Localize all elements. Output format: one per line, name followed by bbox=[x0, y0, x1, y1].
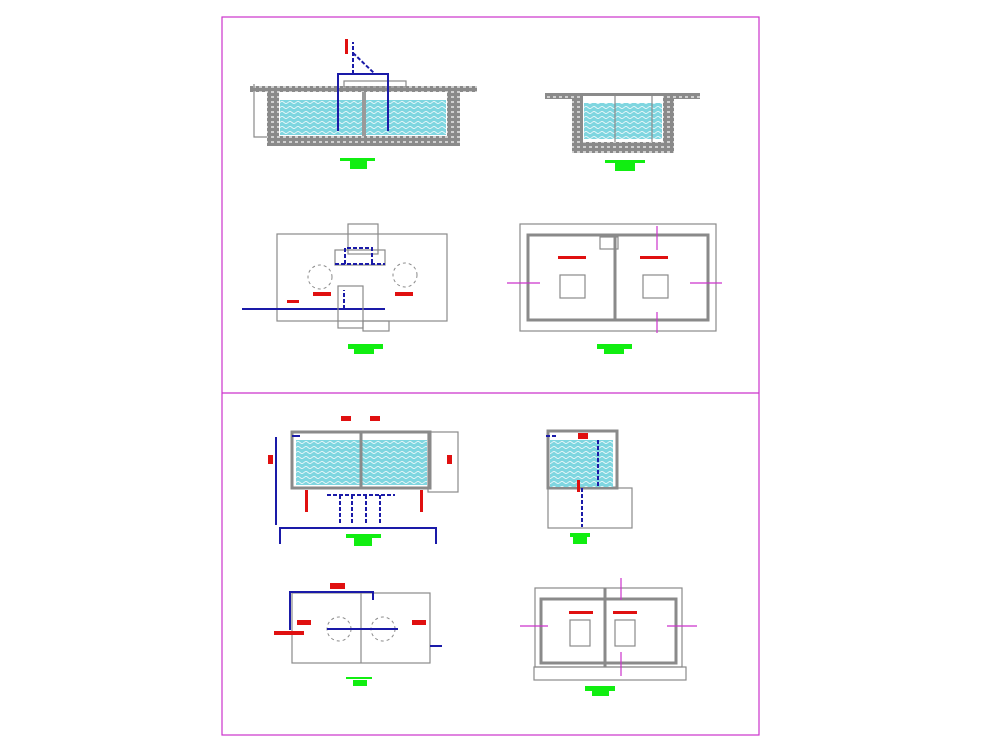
view-label-bar bbox=[605, 160, 645, 163]
view-plan-structure-top bbox=[507, 223, 722, 354]
valve-symbol bbox=[577, 480, 580, 492]
view-plan-piping-top bbox=[242, 223, 448, 354]
outlet-box bbox=[362, 320, 390, 332]
fixture-symbol bbox=[297, 620, 311, 625]
plan-walls bbox=[526, 233, 710, 322]
view-label-bar bbox=[346, 677, 372, 679]
fixture-symbol bbox=[274, 631, 304, 635]
valve-symbol bbox=[345, 39, 348, 54]
pump-outline bbox=[392, 262, 418, 288]
section-marker bbox=[507, 226, 722, 333]
view-label bbox=[354, 538, 372, 546]
fixture-symbol bbox=[395, 292, 413, 296]
view-label-bar bbox=[340, 158, 375, 161]
view-section-short-bottom bbox=[546, 429, 633, 544]
pipe-riser bbox=[337, 73, 389, 131]
fixture-symbol bbox=[569, 611, 593, 614]
view-label bbox=[573, 537, 587, 544]
valve-symbol bbox=[420, 490, 423, 512]
view-label-bar bbox=[346, 534, 381, 538]
view-label-bar bbox=[570, 533, 590, 537]
view-label-bar bbox=[597, 344, 632, 349]
fixture-symbol bbox=[412, 620, 426, 625]
dimension-frame bbox=[427, 431, 459, 493]
pump-base bbox=[642, 274, 669, 299]
fixture-symbol bbox=[287, 300, 299, 303]
view-label-bar bbox=[585, 686, 615, 691]
fixture-symbol bbox=[613, 611, 637, 614]
view-label bbox=[353, 680, 367, 686]
view-section-long-bottom bbox=[268, 416, 459, 546]
section-marker bbox=[520, 578, 697, 676]
pump-piping bbox=[327, 494, 395, 525]
fixture-symbol bbox=[370, 416, 380, 421]
manhole-plan bbox=[347, 223, 379, 255]
view-label bbox=[350, 161, 367, 169]
view-plan-piping-bottom bbox=[274, 583, 442, 686]
fixture-symbol bbox=[330, 583, 345, 589]
pump-outline bbox=[307, 264, 333, 290]
view-label bbox=[354, 349, 374, 354]
fixture-symbol bbox=[313, 292, 331, 296]
pipe-manifold bbox=[335, 247, 385, 265]
view-label bbox=[592, 691, 609, 696]
pipe-run bbox=[546, 435, 599, 527]
valve-symbol bbox=[447, 455, 452, 464]
support-frame bbox=[547, 487, 633, 529]
ground-hatch bbox=[447, 86, 477, 92]
dimension-frame bbox=[519, 223, 717, 332]
view-section-long-top bbox=[250, 39, 477, 169]
pump-base bbox=[559, 274, 586, 299]
vent-pipe bbox=[352, 42, 376, 75]
view-plan-structure-bottom bbox=[520, 578, 697, 696]
valve-symbol bbox=[305, 490, 308, 512]
water-fill bbox=[584, 103, 662, 139]
view-section-short-top bbox=[545, 93, 700, 171]
valve-symbol bbox=[268, 455, 273, 464]
fixture-symbol bbox=[341, 416, 351, 421]
fixture-symbol bbox=[558, 256, 586, 259]
ground-hatch bbox=[250, 86, 267, 92]
view-label bbox=[604, 349, 624, 354]
sheet-frame bbox=[221, 16, 760, 736]
view-label bbox=[615, 163, 635, 171]
view-label-bar bbox=[348, 344, 383, 349]
chamber-outline bbox=[337, 285, 364, 329]
plan-walls bbox=[539, 597, 678, 665]
pump-base bbox=[569, 619, 591, 647]
partition-wall bbox=[362, 92, 366, 136]
fixture-symbol bbox=[578, 433, 588, 439]
dimension-frame bbox=[533, 666, 687, 681]
water-fill bbox=[550, 440, 613, 487]
pump-base bbox=[614, 619, 636, 647]
manhole-cover bbox=[343, 80, 407, 88]
fixture-symbol bbox=[640, 256, 668, 259]
pipe-run bbox=[275, 435, 437, 544]
pipe-run bbox=[289, 591, 398, 630]
dimension-line bbox=[253, 84, 267, 138]
hatch-opening bbox=[599, 236, 619, 250]
plan-outline bbox=[276, 233, 448, 322]
